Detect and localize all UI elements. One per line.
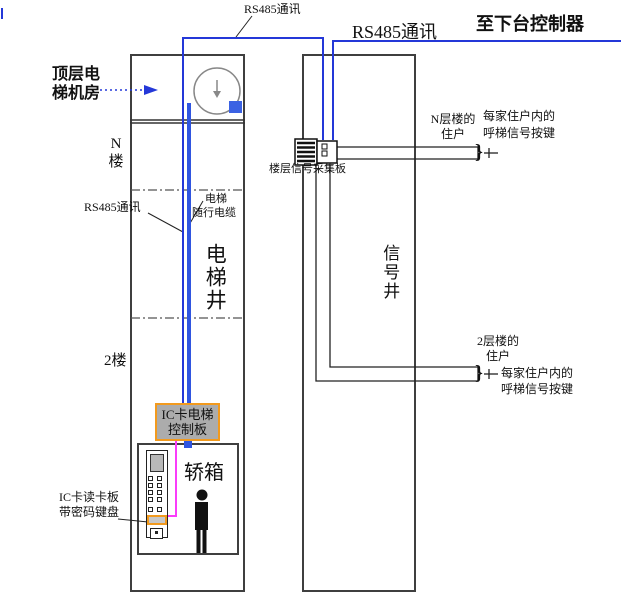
floor-n-label: N 楼 xyxy=(103,135,129,171)
keypad-button xyxy=(148,507,153,512)
keypad-button xyxy=(148,476,153,481)
card-reader-leader xyxy=(117,518,149,523)
rs485-shaft-label: RS485通讯 xyxy=(84,200,141,214)
keypad-button xyxy=(157,507,162,512)
traction-pulley-icon xyxy=(193,67,241,115)
edge-line-fragment xyxy=(1,8,3,19)
nf-households-label-1: N层楼的 xyxy=(430,112,476,126)
traveling-cable-label-2: 随行电缆 xyxy=(192,207,236,219)
keypad-button xyxy=(157,476,162,481)
nf-call-button-label: 每家住户内的 呼梯信号按键 xyxy=(483,108,555,142)
traveling-cable-label-1: 电梯 xyxy=(205,193,227,205)
rs485-bus-loop1 xyxy=(182,37,324,404)
lower-button-dot xyxy=(155,531,158,534)
car-label: 轿箱 xyxy=(184,462,224,484)
floor-n-label-2: 楼 xyxy=(108,154,124,170)
machine-room-pointer-arrowhead xyxy=(144,85,158,95)
signal-shaft-name: 信号井 xyxy=(380,244,400,301)
cable-drop-marker xyxy=(184,440,192,448)
control-board-label-2: 控制板 xyxy=(167,422,207,437)
machine-room-controller-block xyxy=(229,101,242,113)
ic-card-control-board: IC卡电梯 控制板 xyxy=(155,403,220,441)
f2-connector-brace-icon: } xyxy=(475,362,483,384)
to-lower-controller-label: 至下台控制器 xyxy=(476,14,584,34)
person-icon xyxy=(195,489,208,553)
panel-keypad xyxy=(148,476,162,502)
f2-households-label: 2层楼的 住户 xyxy=(470,334,526,364)
keypad-button xyxy=(148,483,153,488)
machine-room-label-1: 顶层电 xyxy=(52,66,101,83)
nf-households-label-2: 住户 xyxy=(440,127,465,141)
card-reader-label-2: 带密码键盘 xyxy=(59,505,120,519)
traveling-cable-leader xyxy=(188,200,204,226)
collector-board-label: 楼层信号采集板 xyxy=(269,163,346,175)
rs485-bus-to-next xyxy=(332,40,621,140)
control-board-label-1: IC卡电梯 xyxy=(161,407,214,422)
floor-2-label: 2楼 xyxy=(104,353,127,369)
f2-call-button-label-2: 呼梯信号按键 xyxy=(501,382,574,396)
ic-card-reader-slot xyxy=(147,515,167,525)
rs485-top-label: RS485通讯 xyxy=(244,2,301,16)
f2-households-label-2: 住户 xyxy=(485,349,510,363)
collector-board-stripes xyxy=(297,141,315,163)
floor-n-label-1: N xyxy=(110,136,122,152)
nf-households-label: N层楼的 住户 xyxy=(427,112,479,142)
panel-keypad-row2 xyxy=(148,507,162,512)
keypad-button xyxy=(148,497,153,502)
card-reader-label-1: IC卡读卡板 xyxy=(59,490,120,504)
f2-call-button-label-1: 每家住户内的 xyxy=(501,366,574,380)
nf-call-button-label-1: 每家住户内的 xyxy=(483,109,556,123)
rs485-main-label: RS485通讯 xyxy=(352,22,438,42)
keypad-button xyxy=(148,490,153,495)
nf-connector-brace-icon: } xyxy=(475,141,483,163)
keypad-button xyxy=(157,483,162,488)
nf-call-button-label-2: 呼梯信号按键 xyxy=(483,126,556,140)
rs485-shaft-leader xyxy=(147,212,184,233)
keypad-button xyxy=(157,497,162,502)
panel-lower-button xyxy=(150,528,163,539)
terminal-port-2 xyxy=(321,150,328,157)
card-reader-label: IC卡读卡板 带密码键盘 xyxy=(59,490,119,520)
machine-room-label: 顶层电 梯机房 xyxy=(52,65,100,103)
wire-2f-inner xyxy=(329,165,478,368)
keypad-button xyxy=(157,490,162,495)
terminal-port-1 xyxy=(321,143,328,150)
pulley-arrow-head xyxy=(213,91,221,98)
traveling-cable-label: 电梯 随行电缆 xyxy=(192,192,236,220)
f2-call-button-label: 每家住户内的 呼梯信号按键 xyxy=(501,365,573,397)
wire-2f-outer xyxy=(315,165,478,382)
panel-display xyxy=(150,454,164,472)
machine-room-label-2: 梯机房 xyxy=(52,85,101,102)
elevator-shaft-name: 电梯井 xyxy=(203,243,228,312)
f2-households-label-1: 2层楼的 xyxy=(476,334,519,348)
rs485-top-leader xyxy=(235,15,253,38)
